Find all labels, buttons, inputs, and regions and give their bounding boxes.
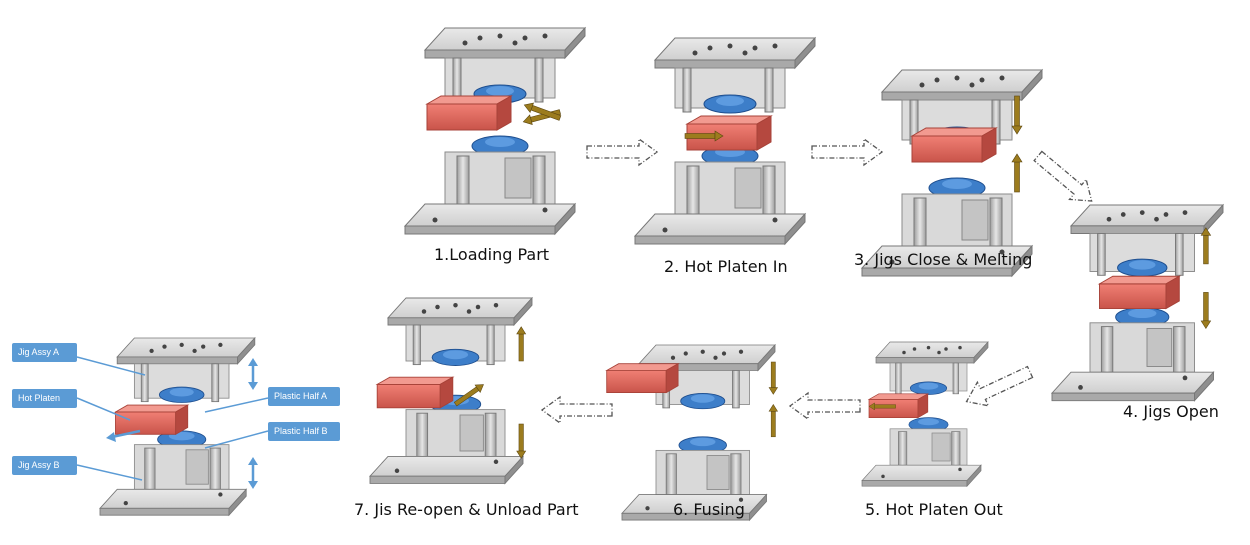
step-3-fixture: [861, 69, 1043, 277]
step-5-label: 5. Hot Platen Out: [865, 500, 1003, 519]
callout-jig-assy-b: Jig Assy B: [12, 456, 77, 475]
callout-hot-platen: Hot Platen: [12, 389, 77, 408]
hot-platen-block: [426, 95, 512, 131]
flow-arrow: [586, 138, 658, 166]
hot-platen-block: [686, 115, 772, 151]
hot-platen-block: [911, 127, 997, 163]
legend-motion-arrows: [106, 358, 258, 489]
step-1-fixture: [404, 27, 586, 235]
legend-leader-lines: [76, 356, 269, 481]
flow-arrow: [789, 392, 861, 420]
motion-arrow: [1200, 292, 1211, 329]
step-4-fixture: [1051, 204, 1224, 402]
flow-arrow: [811, 138, 883, 166]
step-1-label: 1.Loading Part: [434, 245, 550, 264]
step-5-fixture: [861, 341, 989, 487]
callout-jig-assy-a: Jig Assy A: [12, 343, 77, 362]
hot-platen-block: [606, 363, 679, 394]
hot-platen-block: [376, 376, 454, 409]
step-3-label: 3. Jigs Close & Melting: [854, 250, 1033, 269]
flow-arrow: [1028, 145, 1101, 212]
motion-arrow: [516, 326, 526, 362]
legend-fixture: [99, 337, 256, 516]
motion-arrow: [516, 423, 526, 459]
flow-arrow: [541, 396, 613, 424]
flow-arrow: [960, 359, 1037, 415]
motion-arrow: [768, 404, 778, 438]
step-7-label: 7. Jis Re-open & Unload Part: [354, 500, 579, 519]
hot-platen-block: [115, 404, 189, 435]
step-6-label: 6. Fusing: [673, 500, 745, 519]
step-2-label: 2. Hot Platen In: [664, 257, 788, 276]
callout-plastic-half-b: Plastic Half B: [268, 422, 340, 441]
step-6-fixture: [606, 344, 778, 521]
motion-arrow: [768, 361, 778, 395]
motion-arrow: [1011, 153, 1023, 193]
motion-arrow: [1011, 95, 1023, 135]
step-4-label: 4. Jigs Open: [1123, 402, 1219, 421]
motion-arrow: [1200, 227, 1211, 265]
hot-platen-block: [1099, 275, 1180, 310]
callout-plastic-half-a: Plastic Half A: [268, 387, 340, 406]
step-7-fixture: [369, 297, 533, 484]
step-2-fixture: [634, 37, 816, 245]
